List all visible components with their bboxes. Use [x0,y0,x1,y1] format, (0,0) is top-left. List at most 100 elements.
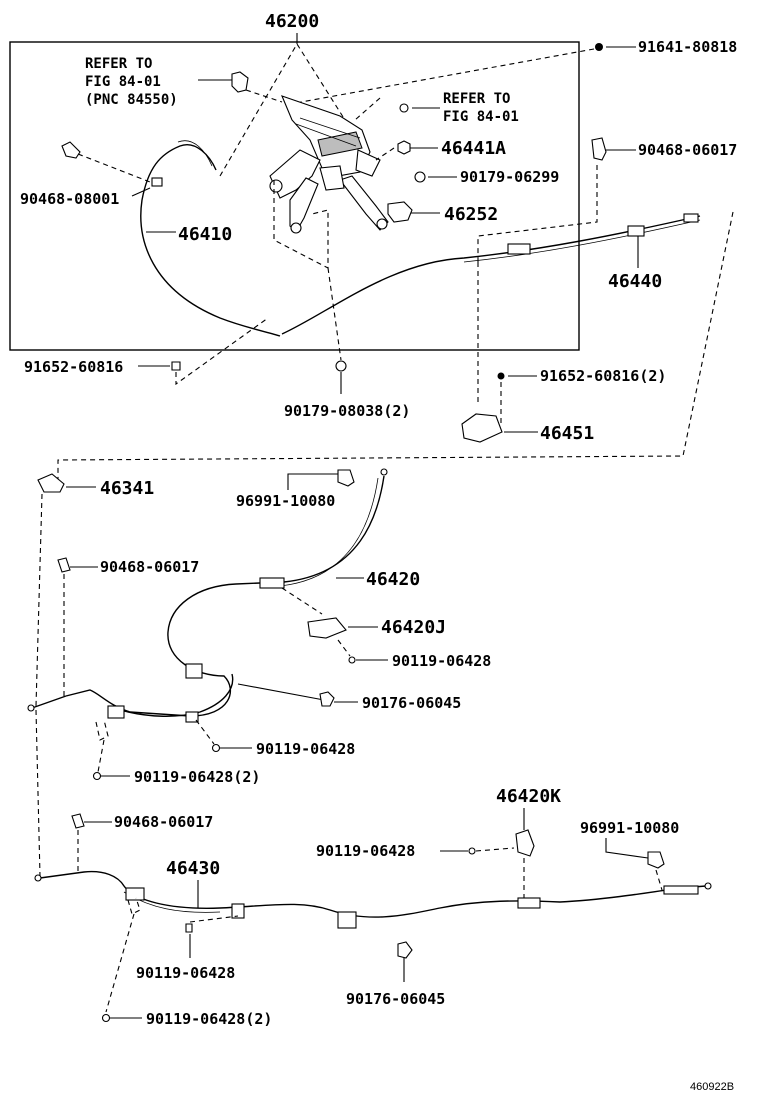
refer-label-1c: (PNC 84550) [85,92,178,108]
cable-46440-inner [463,219,701,263]
clamp-46420K [515,829,535,857]
part-label-91641-80818[interactable]: 91641-80818 [638,38,737,56]
leader-96991b [605,838,649,859]
leader-90468b [131,187,151,197]
leader-96991b-dash [655,869,663,891]
nut-90179a [414,171,426,183]
bolt-91652b [497,372,505,380]
part-label-96991-10080-b[interactable]: 96991-10080 [580,819,679,837]
refer-label-2a: REFER TO [443,91,510,107]
cable-46420-fitting-2 [185,663,203,679]
part-label-91652-60816[interactable]: 91652-60816 [24,358,123,376]
part-label-46441A[interactable]: 46441A [441,138,506,159]
bolt-91652a [171,361,181,371]
bolt-90119d [468,847,476,855]
clip-90468c [57,557,71,573]
part-label-90179-06299[interactable]: 90179-06299 [460,168,559,186]
cable-46420-fitting-4 [185,711,199,723]
part-label-90119-06428-b[interactable]: 90119-06428 [256,740,355,758]
leader-90468b-dash [77,153,151,183]
cable-46430-fitting-1 [125,887,145,901]
pedal-assembly-frame [9,41,580,351]
part-label-90119-06428-a[interactable]: 90119-06428 [392,652,491,670]
cable-46430-end [704,882,712,890]
cable-46420-end-left [31,695,67,709]
bracket-46341 [37,473,65,493]
part-label-90176-06045-b[interactable]: 90176-06045 [346,990,445,1008]
cable-46420-upper [65,475,385,717]
part-label-90468-06017-a[interactable]: 90468-06017 [638,141,737,159]
cable-46420-lower-2 [119,673,234,717]
bracket-46451 [461,413,503,443]
leader-46441A-dash [375,147,395,161]
part-label-46420J[interactable]: 46420J [381,617,446,638]
part-label-46341[interactable]: 46341 [100,478,154,499]
part-label-90468-06017-c[interactable]: 90468-06017 [100,558,199,576]
cable-46420-lower [279,477,379,587]
cable-46440 [281,215,701,335]
refer-label-1a: REFER TO [85,56,152,72]
cable-46410 [140,144,281,337]
part-label-90468-08001[interactable]: 90468-08001 [20,190,119,208]
cable-46440-fitting-1 [507,243,531,255]
part-label-46440[interactable]: 46440 [608,271,662,292]
cable-46440-fitting-3 [683,213,699,223]
tag-96991b [647,851,665,869]
cable-46410-end [151,177,163,187]
part-label-46420[interactable]: 46420 [366,569,420,590]
part-label-90119-06428-e[interactable]: 90119-06428 [136,964,235,982]
clip-90468d [71,813,85,829]
part-label-46430[interactable]: 46430 [166,858,220,879]
part-label-46420K[interactable]: 46420K [496,786,561,807]
stopper-46252 [387,201,413,223]
cable-46410-inner [177,140,213,167]
clip-90468a [591,137,607,161]
leader-ref2-dash [354,97,381,121]
bolt-90119f [101,1013,111,1023]
nut-90176a [319,691,335,707]
nut-46441A [397,140,411,155]
cable-46420-end [380,468,388,476]
cable-46430-fitting-4 [517,897,541,909]
refer-label-2b: FIG 84-01 [443,109,519,125]
cable-46420-fitting-3 [107,705,125,719]
bolt-90119e [185,923,193,933]
bolt-90119b [211,743,221,753]
leader-90119f-dash2 [105,913,135,1013]
leader-90176a [237,683,325,701]
leader-90119a-dash [337,639,351,657]
cable-46430-end-left [34,874,42,882]
refer-label-1b: FIG 84-01 [85,74,161,90]
part-label-96991-10080-a[interactable]: 96991-10080 [236,492,335,510]
part-label-90179-08038[interactable]: 90179-08038(2) [284,402,410,420]
nut-90176b [397,941,413,959]
leader-90179b-dash2 [327,267,342,361]
part-label-46252[interactable]: 46252 [444,204,498,225]
leader-91641-dash [289,48,595,105]
part-label-90176-06045-a[interactable]: 90176-06045 [362,694,461,712]
leader-90119d-dash [475,847,515,852]
part-label-90119-06428-f[interactable]: 90119-06428(2) [146,1010,272,1028]
bolt-90119c [92,771,102,781]
cable-46430-fitting-2 [231,903,245,919]
leader-ref1-dash [245,89,283,103]
part-label-46410[interactable]: 46410 [178,224,232,245]
part-label-90119-06428-c[interactable]: 90119-06428(2) [134,768,260,786]
leader-90119e-dash [189,915,239,923]
bracket-46420J [307,617,347,639]
bolt-90119a [348,656,356,664]
part-label-46451[interactable]: 46451 [540,423,594,444]
leader-90119b-dash [195,719,215,745]
tag-96991a [337,469,355,487]
part-label-91652-60816-2[interactable]: 91652-60816(2) [540,367,666,385]
leader-90119c-dash2 [97,739,105,773]
cable-46420-end-left-cap [27,704,35,712]
switch-part [231,71,249,93]
leader-46341-dash-lower [35,709,41,877]
cable-46440-fitting-2 [627,225,645,237]
leader-96991a [287,473,338,490]
part-label-90119-06428-d[interactable]: 90119-06428 [316,842,415,860]
part-label-46200[interactable]: 46200 [265,11,319,32]
cable-46430-fitting-5 [663,885,699,895]
part-label-90468-06017-d[interactable]: 90468-06017 [114,813,213,831]
